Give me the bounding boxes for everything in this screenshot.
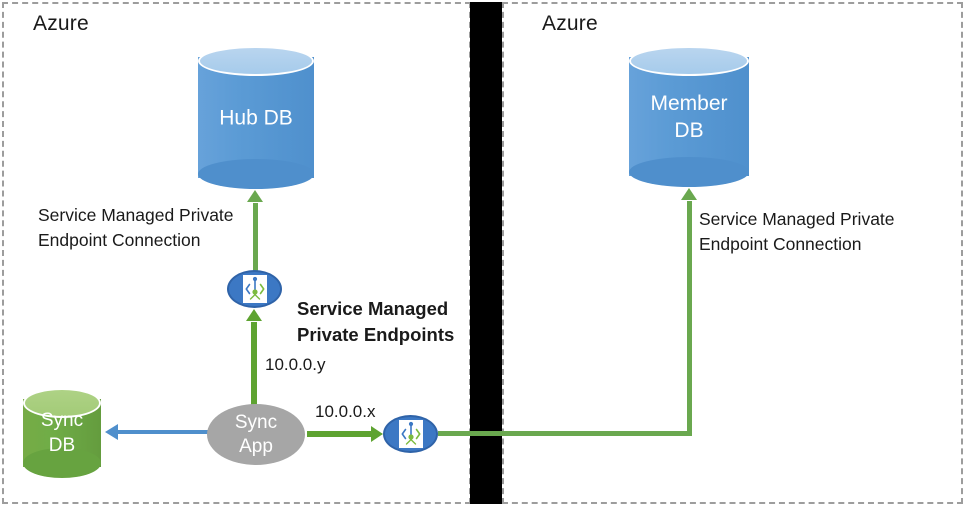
connector-syncapp-to-hub-endpoint-arrowhead [246,309,262,321]
hub-db-bottom [198,159,314,189]
connector-hub-endpoint-dashed [253,203,258,275]
connector-member-endpoint-horizontal [438,431,692,436]
member-db-body [629,57,749,176]
node-sync-db: Sync DB [23,388,101,478]
node-private-endpoint-member[interactable] [383,415,438,453]
annotation-left-connection: Service Managed Private Endpoint Connect… [38,205,234,250]
hub-db-top [198,46,314,76]
ip-label-member: 10.0.0.x [315,402,376,421]
annotation-endpoints-title: Service Managed Private Endpoints [297,298,455,345]
annotation-right-connection: Service Managed Private Endpoint Connect… [699,209,895,254]
hub-db-label: Hub DB [219,106,293,129]
connector-hub-endpoint-arrowhead [247,190,263,202]
ip-label-hub: 10.0.0.y [265,355,326,374]
azure-label-left: Azure [33,12,89,35]
connector-syncapp-to-syncdb-arrowhead [105,424,118,440]
connector-syncapp-to-member-endpoint [307,431,373,437]
connector-syncapp-to-hub-endpoint [251,322,257,432]
member-db-top [629,46,749,76]
sync-db-top [23,388,101,418]
sync-app-label: Sync App [234,411,278,457]
network-boundary-divider [470,2,503,504]
member-db-bottom [629,157,749,187]
member-db-label: Member DB [650,91,728,142]
node-private-endpoint-hub[interactable] [227,270,282,308]
private-link-icon [242,275,267,303]
node-member-db: Member DB [629,46,749,187]
hub-db-body [198,57,314,178]
connector-member-endpoint-vertical [687,201,692,435]
private-link-icon [398,420,423,448]
node-hub-db: Hub DB [198,46,314,189]
connector-syncapp-to-syncdb [118,430,210,434]
connector-syncapp-to-member-endpoint-arrowhead [371,426,383,442]
sync-db-bottom [23,448,101,478]
node-sync-app: Sync App [207,404,305,465]
sync-db-label: Sync DB [40,410,84,456]
azure-label-right: Azure [542,12,598,35]
connector-member-endpoint-arrowhead [681,188,697,200]
